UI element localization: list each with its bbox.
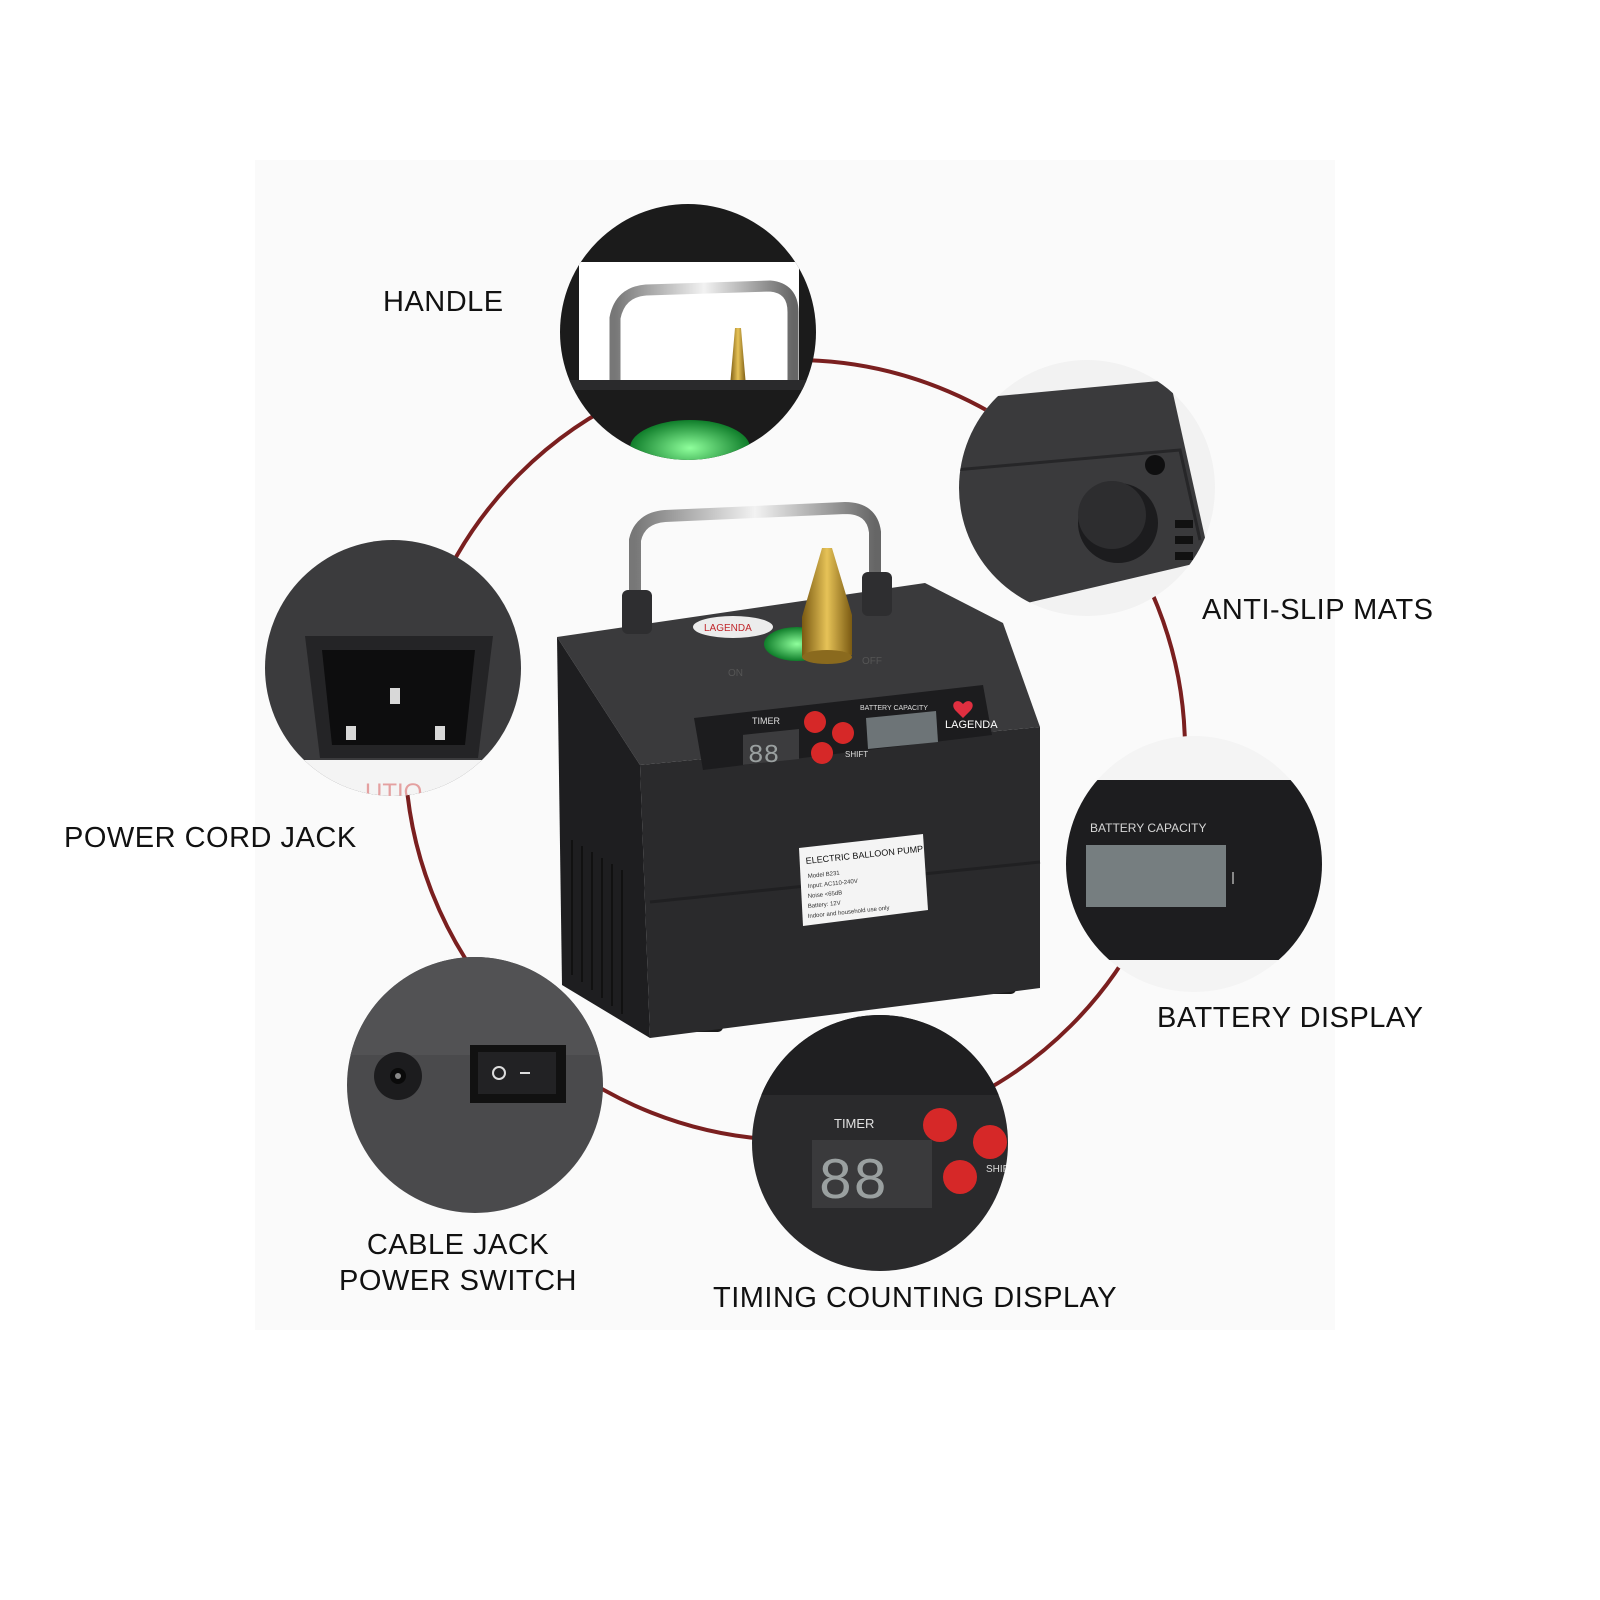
svg-text:UTIO: UTIO (365, 779, 422, 806)
switch-off-label: OFF (862, 656, 882, 667)
svg-text:88: 88 (818, 1151, 888, 1216)
svg-text:TIMER: TIMER (834, 1116, 874, 1131)
timing-display-label: TIMING COUNTING DISPLAY (713, 1282, 1118, 1314)
svg-text:SHIFT: SHIFT (986, 1164, 1015, 1175)
svg-text:Noise <65dB: Noise <65dB (808, 890, 843, 900)
battery-lcd (866, 711, 938, 749)
top-logo-badge (693, 616, 773, 638)
top-logo-text: LAGENDA (704, 623, 752, 634)
timer-detail-circle: TIMER 88 SHIFT (752, 1015, 1015, 1271)
side-vents (571, 840, 623, 1014)
anti-slip-detail-circle (959, 360, 1215, 616)
brand-logo-text: LAGENDA (945, 719, 998, 731)
svg-text:Input: AC110-240V: Input: AC110-240V (808, 879, 859, 890)
balloon-pump: TIMER 88 SHIFT BATTERY CAPACITY LAGENDA … (557, 501, 1041, 1038)
power-switch-label: POWER SWITCH (339, 1265, 577, 1297)
power-cord-label: POWER CORD JACK (64, 822, 357, 854)
svg-text:Battery: 12V: Battery: 12V (808, 901, 841, 910)
cable-jack-detail-circle (347, 957, 603, 1213)
battery-detail-circle: BATTERY CAPACITY (1066, 736, 1322, 992)
down-button (811, 742, 833, 764)
up-button (804, 711, 826, 733)
info-sticker: ELECTRIC BALLOON PUMP Model B231 Input: … (799, 834, 928, 926)
heart-logo (953, 701, 973, 718)
svg-text:Model B231: Model B231 (808, 871, 841, 880)
svg-text:BATTERY CAPACITY: BATTERY CAPACITY (1090, 821, 1206, 835)
anti-slip-label: ANTI-SLIP MATS (1202, 594, 1434, 626)
switch-on-label: ON (728, 668, 743, 679)
timer-label: TIMER (752, 716, 780, 726)
brass-nozzle (802, 548, 852, 657)
shift-label: SHIFT (845, 750, 868, 759)
handle-label: HANDLE (383, 286, 504, 318)
set-button (832, 722, 854, 744)
cable-jack-label: CABLE JACK (366, 1229, 550, 1261)
handle-detail-circle (560, 204, 816, 460)
power-cord-detail-circle: UTIO (265, 540, 521, 806)
battery-display-label: BATTERY DISPLAY (1157, 1002, 1424, 1034)
timer-display (743, 729, 799, 765)
battery-label: BATTERY CAPACITY (860, 705, 928, 712)
chrome-handle (629, 501, 881, 614)
timer-digits: 88 (748, 740, 779, 770)
